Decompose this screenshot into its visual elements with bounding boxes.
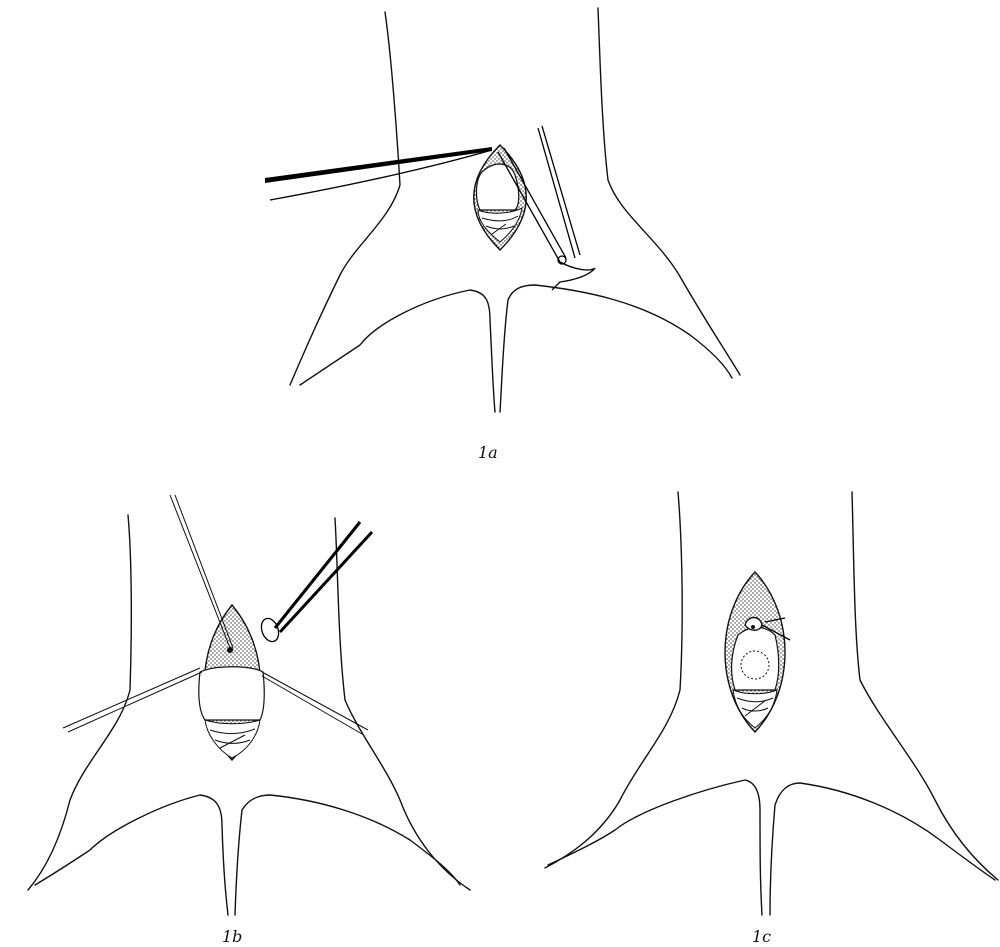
panel-1a-exposed-organ	[476, 164, 518, 210]
panel-1b-forceps-with-swab	[258, 522, 372, 644]
panel-1a-body-left-outline	[290, 12, 400, 385]
panel-1a-label: 1a	[478, 443, 498, 462]
panel-1c: 1c	[545, 492, 998, 946]
panel-1b-exposed-organ	[199, 667, 264, 720]
panel-1a: 1a	[265, 8, 740, 462]
panel-1c-closed-organ	[732, 628, 779, 691]
panel-1b-right-hindleg	[235, 795, 460, 915]
panel-1a-body-right-outline	[598, 8, 740, 375]
panel-1c-left-hindleg	[548, 780, 762, 915]
panel-1c-body-left-outline	[545, 492, 682, 868]
panel-1a-muscle-layer	[478, 208, 522, 242]
panel-1a-forceps	[265, 147, 492, 200]
panel-1b-label: 1b	[222, 927, 242, 946]
panel-1c-body-right-outline	[852, 492, 998, 880]
panel-1c-right-hindleg	[770, 783, 995, 915]
panel-1c-label: 1c	[752, 927, 771, 946]
panel-1b-body-right-outline	[335, 518, 470, 890]
panel-1b: 1b	[28, 495, 470, 946]
panel-1a-left-hindleg	[300, 290, 495, 412]
panel-1b-muscle-layer	[205, 720, 260, 758]
panel-1a-right-hindleg	[500, 285, 732, 412]
panel-1b-body-left-outline	[28, 515, 131, 890]
panel-1b-left-hindleg	[35, 795, 228, 915]
